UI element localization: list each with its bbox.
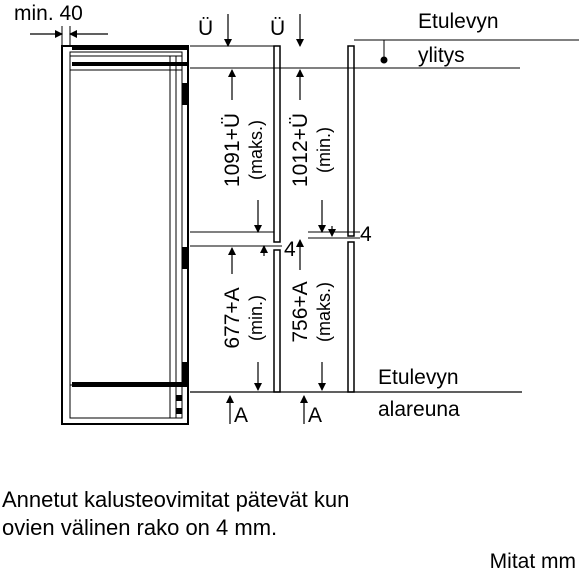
bottom-symbol-left: A xyxy=(234,404,248,427)
dimension-note-line2: ovien välinen rako on 4 mm. xyxy=(2,515,278,540)
front-overhang-label-line2: ylitys xyxy=(418,44,465,67)
lower-door-qualifier: (maks.) xyxy=(314,282,334,342)
front-bottom-label: Etulevyn alareuna xyxy=(378,366,460,421)
front-overhang-label-line1: Etulevyn xyxy=(418,10,499,33)
upper-door-dimension: 1012+Ü (min.) xyxy=(289,113,334,187)
min-gap-dimension: min. 40 xyxy=(14,2,108,46)
upper-door-panel xyxy=(273,45,281,243)
lower-door-panel xyxy=(273,249,281,393)
lower-total-value: 677+A xyxy=(221,287,244,348)
upper-front-panel xyxy=(347,45,355,237)
front-bottom-label-line1: Etulevyn xyxy=(378,366,459,389)
lower-total-dimension: 677+A (min.) xyxy=(221,287,266,348)
lower-total-qualifier: (min.) xyxy=(246,295,266,341)
dimension-note: Annetut kalusteovimitat pätevät kun ovie… xyxy=(2,486,562,542)
units-label: Mitat mm xyxy=(489,550,576,573)
gap-value-right: 4 xyxy=(360,223,372,246)
lower-door-dimension: 756+A (maks.) xyxy=(289,281,334,342)
cabinet-outline xyxy=(61,45,189,425)
upper-total-dimension: 1091+Ü (maks.) xyxy=(221,113,266,187)
bottom-markers: A A xyxy=(226,395,322,427)
reference-lines xyxy=(190,39,579,393)
lower-front-panel xyxy=(347,241,355,393)
bottom-symbol-right: A xyxy=(308,404,322,427)
upper-total-value: 1091+Ü xyxy=(221,113,244,187)
overhang-symbol-right: Ü xyxy=(270,17,285,40)
upper-total-qualifier: (maks.) xyxy=(246,120,266,180)
front-bottom-label-line2: alareuna xyxy=(378,398,460,421)
overhang-symbol-left: Ü xyxy=(198,17,213,40)
upper-door-qualifier: (min.) xyxy=(314,127,334,173)
overhang-markers: Ü Ü xyxy=(198,14,304,47)
gap-value-middle: 4 xyxy=(284,238,296,261)
cabinet-shelves xyxy=(72,46,188,414)
front-overhang-label: Etulevyn ylitys xyxy=(418,10,499,67)
lower-door-value: 756+A xyxy=(289,281,312,342)
vertical-dimension-arrows xyxy=(228,69,336,391)
min-gap-label: min. 40 xyxy=(14,2,83,25)
upper-door-value: 1012+Ü xyxy=(289,113,312,187)
dimension-note-line1: Annetut kalusteovimitat pätevät kun xyxy=(2,487,350,512)
